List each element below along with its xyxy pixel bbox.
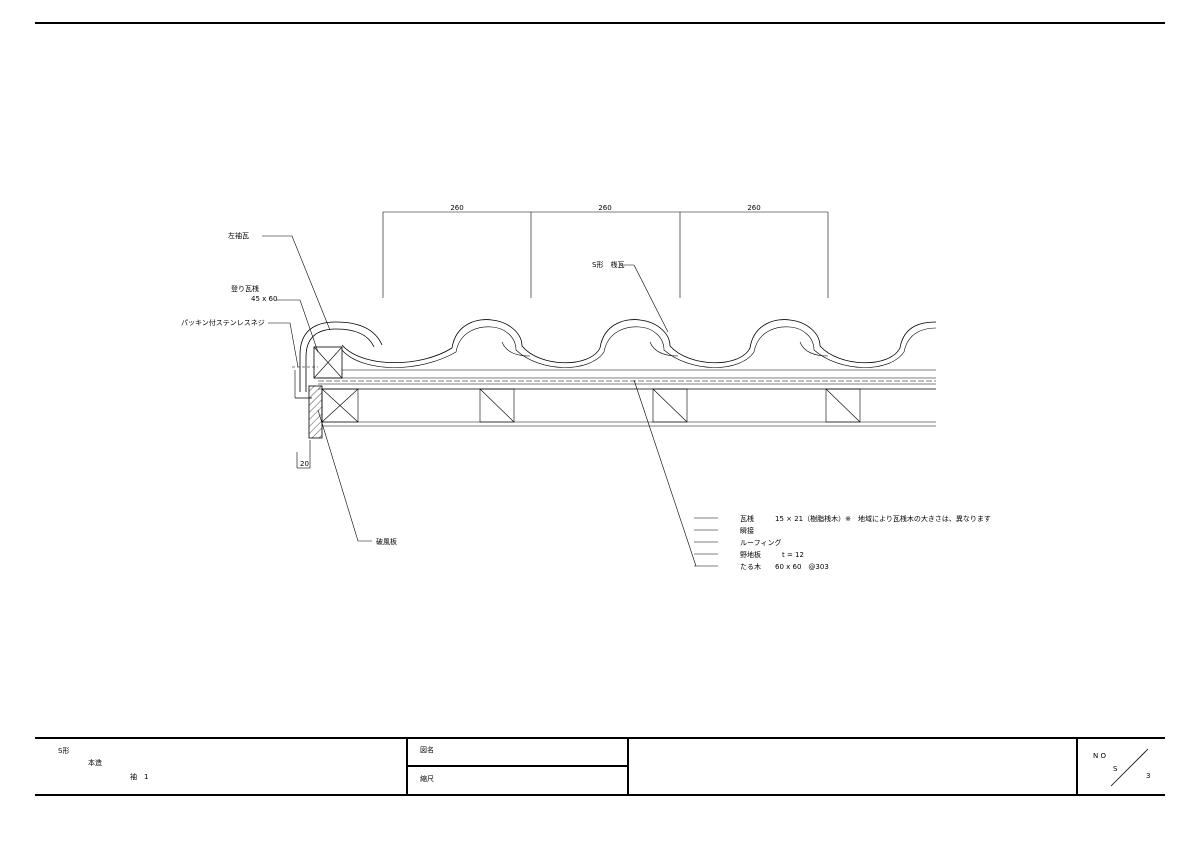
sheet-slash xyxy=(1110,748,1149,787)
barge-board xyxy=(308,385,323,439)
dimension-value-1: 260 xyxy=(450,204,463,212)
material-note-4: 野地板 t = 12 xyxy=(740,550,804,559)
leader-s-tile xyxy=(620,264,669,333)
tile-overlap xyxy=(501,341,531,357)
leader-hafuita xyxy=(317,409,372,542)
tb-sheet-number: 3 xyxy=(1146,772,1150,780)
tb-scale-label: 縮尺 xyxy=(420,774,434,783)
s-tile-bottom xyxy=(341,326,937,368)
leader-sodegawara xyxy=(262,235,331,331)
label-noborigawarazan-size: 45 x 60 xyxy=(251,295,277,303)
material-note-5: たる木 60 x 60 @303 xyxy=(740,562,829,571)
s-tile-top xyxy=(341,319,937,364)
label-hafuita: 破風板 xyxy=(376,537,397,546)
verge-batten xyxy=(313,346,343,379)
leaders xyxy=(262,235,718,567)
dimension-value-3: 260 xyxy=(747,204,760,212)
gap-dimension: 20 xyxy=(296,440,311,469)
material-note-3: ルーフィング xyxy=(740,538,781,547)
dimension-group: 260 260 260 xyxy=(382,204,829,298)
title-block: S形 本造 袖 1 図名 縮尺 N O S 3 xyxy=(35,737,1165,796)
rafter-block xyxy=(652,388,688,423)
material-note-1: 瓦桟 15 × 21（樹脂桟木）※ 地域により瓦桟木の大きさは、異なります xyxy=(740,514,991,523)
leader-materials xyxy=(633,379,697,567)
roof-structure xyxy=(292,319,937,439)
dimension-value-2: 260 xyxy=(598,204,611,212)
rafter-block xyxy=(321,388,359,423)
tb-type-line2: 本造 xyxy=(88,758,102,767)
tile-overlap xyxy=(649,341,679,357)
label-s-tile: S形 桟瓦 xyxy=(592,260,624,269)
tb-type-line3: 袖 1 xyxy=(130,772,148,781)
tb-type-line1: S形 xyxy=(58,747,69,755)
rafter-block xyxy=(479,388,515,423)
tb-no-label: N O xyxy=(1093,752,1106,760)
rafter-block xyxy=(825,388,861,423)
material-note-2: 瞬接 xyxy=(740,526,754,535)
verge-tile-outer xyxy=(299,321,383,392)
verge-tile-inner xyxy=(305,328,375,392)
gap-dimension-value: 20 xyxy=(300,460,309,468)
label-screw: パッキン付ステンレスネジ xyxy=(181,318,265,327)
tb-sheet-s: S xyxy=(1113,765,1118,773)
tb-drawing-name-label: 図名 xyxy=(420,745,434,754)
leader-batten xyxy=(276,299,319,353)
tile-overlap xyxy=(799,341,829,357)
label-noborigawarazan: 登り瓦桟 xyxy=(231,284,259,293)
leader-screw xyxy=(268,322,299,368)
label-sodegawara: 左袖瓦 xyxy=(228,231,249,240)
